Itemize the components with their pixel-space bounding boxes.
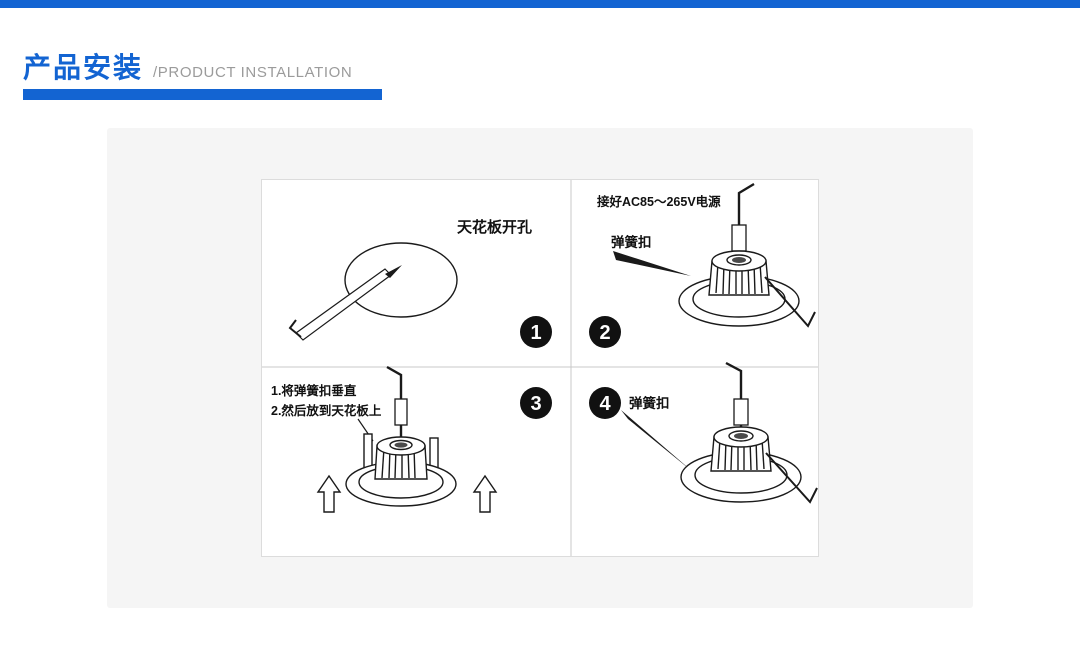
power-label: 接好AC85～265V电源 [597,194,721,209]
panel-step-1: 天花板开孔 1 [288,218,552,348]
instruction-line-2: 2.然后放到天花板上 [271,403,382,418]
step-badge-4: 4 [589,387,621,419]
ceiling-hole-label: 天花板开孔 [457,218,532,236]
spring-clip-drawing [765,452,818,504]
step-badge-1: 1 [520,316,552,348]
spring-clip-label: 弹簧扣 [629,395,670,411]
push-up-arrow-right-icon [472,474,498,513]
installation-diagram-svg: 天花板开孔 1 接好AC85～265V电源 弹簧扣 [261,179,819,557]
content-panel: 天花板开孔 1 接好AC85～265V电源 弹簧扣 [107,128,973,608]
step-badge-2: 2 [589,316,621,348]
wire-connector [731,224,747,252]
title-underline-bar [23,89,382,100]
section-header: 产品安装 /PRODUCT INSTALLATION [0,8,1080,82]
panel-step-2: 接好AC85～265V电源 弹簧扣 2 [589,182,816,348]
spring-clip-drawing [764,276,816,328]
step-badge-3: 3 [520,387,552,419]
pointer-arrow-icon [613,251,691,276]
step-number-3: 3 [530,393,541,415]
step-number-4: 4 [599,393,611,415]
step-number-2: 2 [599,322,610,344]
section-subtitle: /PRODUCT INSTALLATION [153,64,353,81]
top-accent-bar [0,0,1080,8]
cutter-handle [288,319,302,338]
instruction-line-1: 1.将弹簧扣垂直 [271,383,357,398]
spring-clip-label: 弹簧扣 [611,234,652,250]
installation-diagram: 天花板开孔 1 接好AC85～265V电源 弹簧扣 [261,179,819,557]
section-title: 产品安装 [23,52,144,83]
cutter-tip-icon [385,265,402,278]
step-number-1: 1 [530,322,541,344]
wire-connector [394,398,408,426]
wire-connector [733,398,749,426]
pointer-arrow-icon [621,410,693,472]
ceiling-hole-ellipse [344,242,458,318]
panel-step-4: 4 弹簧扣 [589,361,818,504]
push-up-arrow-left-icon [316,474,342,513]
panel-step-3: 1.将弹簧扣垂直 2.然后放到天花板上 3 [271,365,552,513]
